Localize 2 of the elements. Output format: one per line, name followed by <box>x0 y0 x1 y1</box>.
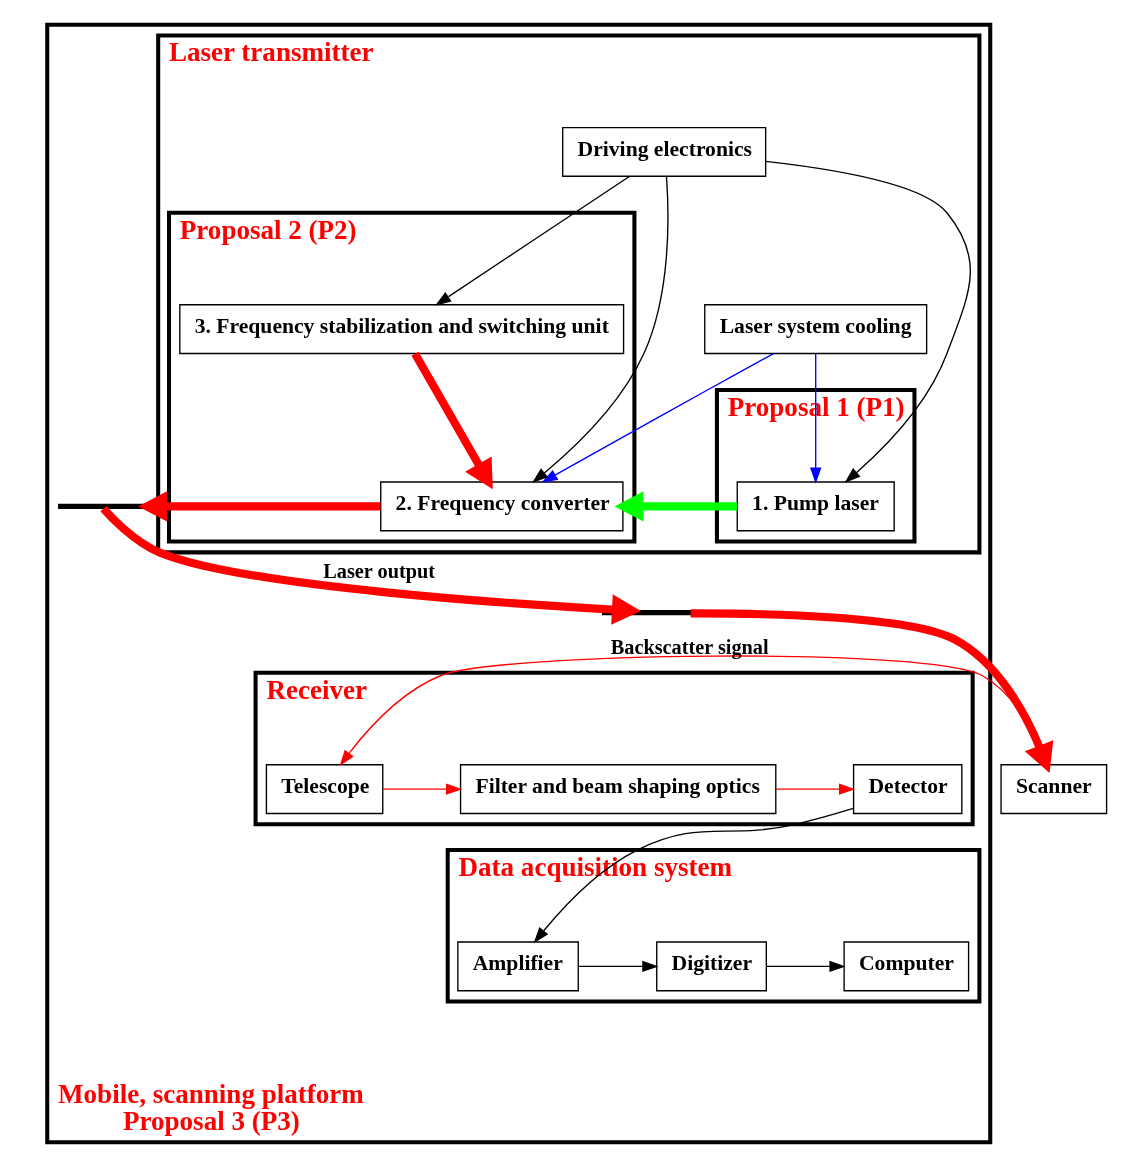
edge-label: Backscatter signal <box>610 635 769 658</box>
edge-label: Laser output <box>322 560 435 583</box>
